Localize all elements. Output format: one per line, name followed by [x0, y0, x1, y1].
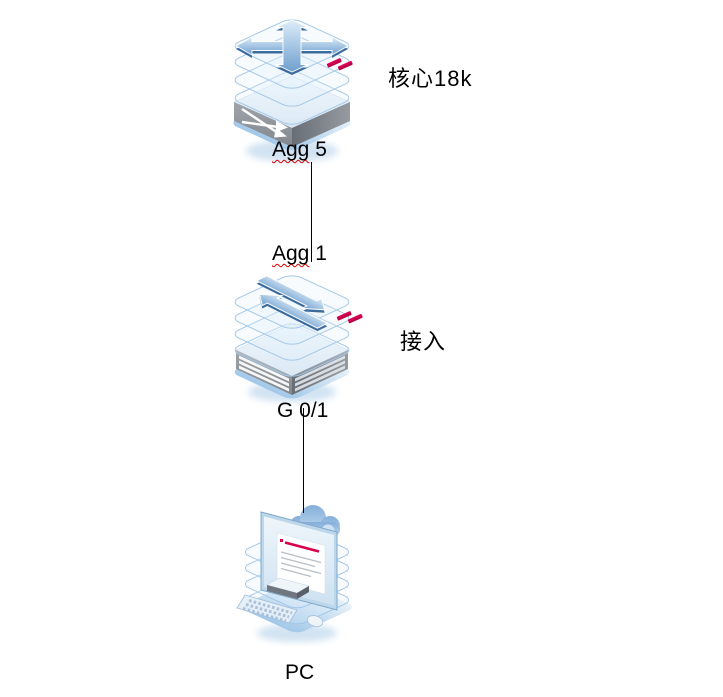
- core-switch-icon[interactable]: [226, 4, 358, 168]
- access-switch-icon[interactable]: [228, 266, 368, 408]
- access-downlink-label[interactable]: G 0/1: [277, 399, 329, 422]
- access-uplink-label[interactable]: Agg 1: [272, 242, 327, 266]
- switch-chassis: [233, 75, 351, 147]
- chassis-x-arrows-icon: [241, 108, 288, 138]
- connector-access-pc[interactable]: [303, 408, 304, 513]
- core-cross-arrows-icon: [235, 19, 349, 75]
- connector-core-access[interactable]: [311, 162, 312, 262]
- core-device-label[interactable]: 核心18k: [388, 66, 473, 91]
- mouse-icon: [306, 615, 324, 627]
- misspelled-word: Agg: [272, 138, 310, 161]
- icon-shadow: [257, 624, 337, 642]
- switch-chassis: [235, 323, 349, 395]
- keyboard-icon: [236, 594, 298, 624]
- pc-icon[interactable]: [235, 500, 359, 646]
- access-opposing-arrows-icon: [235, 273, 350, 332]
- pc-device-label[interactable]: PC: [285, 661, 315, 684]
- label-rest: 5: [309, 138, 327, 161]
- label-rest: 1: [309, 242, 327, 265]
- system-box-icon: [266, 577, 310, 599]
- red-dashes-icon: [336, 311, 363, 324]
- misspelled-word: Agg: [272, 242, 310, 265]
- core-link-label[interactable]: Agg 5: [272, 138, 327, 162]
- red-dashes-icon: [326, 58, 353, 71]
- icon-shadow: [246, 140, 338, 162]
- access-device-label[interactable]: 接入: [400, 329, 447, 354]
- chassis-stripes: [239, 355, 345, 392]
